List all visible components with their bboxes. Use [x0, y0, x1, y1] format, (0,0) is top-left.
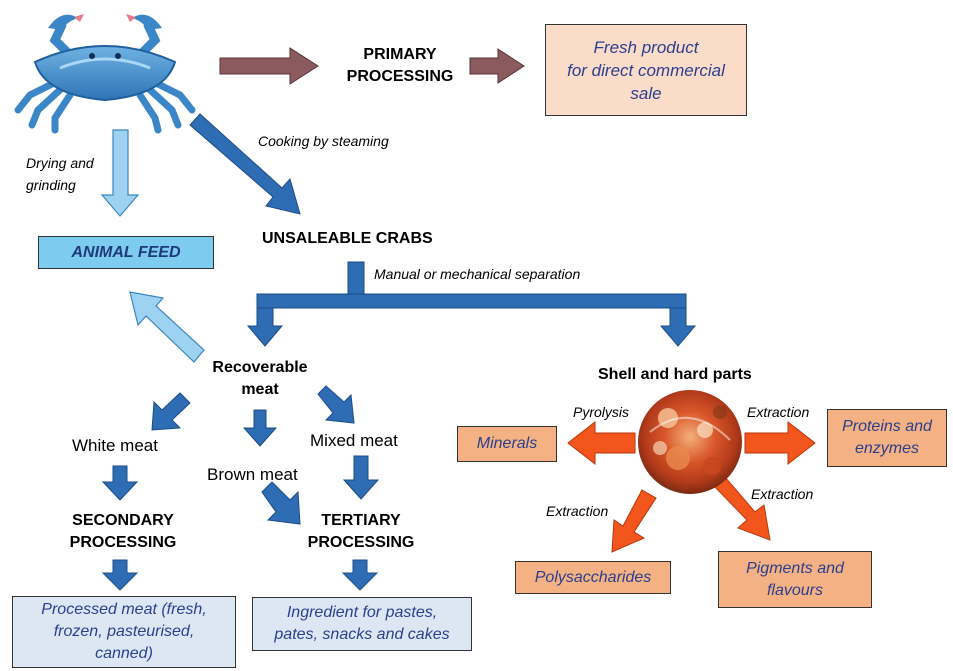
pyrolysis-label: Pyrolysis [573, 404, 630, 420]
arrow-crab-to-unsaleable [189, 113, 301, 215]
arrow-shell-to-polysaccharides [611, 489, 657, 553]
separation-bracket [246, 261, 697, 347]
extraction-pigments-label: Extraction [751, 486, 814, 502]
crab-shell-photo-icon [638, 390, 742, 494]
minerals-box: Minerals [457, 426, 557, 462]
arrow-meat-to-brown [242, 409, 278, 447]
separation-label: Manual or mechanical separation [374, 266, 581, 282]
recoverable-meat-label: Recoverable meat [212, 359, 308, 398]
arrow-primary-to-fresh [469, 48, 525, 84]
ingredient-box: Ingredient for pastes, pates, snacks and… [252, 597, 472, 651]
tertiary-processing-label: TERTIARY PROCESSING [307, 512, 415, 551]
processed-meat-box: Processed meat (fresh, frozen, pasteuris… [12, 596, 236, 668]
animal-feed-box: ANIMAL FEED [38, 236, 214, 269]
arrow-shell-to-minerals [567, 420, 636, 466]
shell-hard-parts-label: Shell and hard parts [598, 366, 752, 383]
arrow-meat-to-mixed [317, 385, 355, 424]
arrow-meat-to-animal-feed [129, 291, 205, 363]
unsaleable-crabs-label: UNSALEABLE CRABS [262, 230, 433, 247]
arrow-shell-to-pigments [712, 476, 771, 541]
proteins-enzymes-box: Proteins and enzymes [827, 409, 947, 467]
brown-meat-label: Brown meat [207, 465, 298, 484]
primary-processing-label: PRIMARY PROCESSING [346, 46, 454, 85]
secondary-processing-label: SECONDARY PROCESSING [69, 512, 177, 551]
arrow-tertiary-to-ingredient [341, 559, 379, 591]
polysaccharides-box: Polysaccharides [515, 561, 671, 594]
extraction-proteins-label: Extraction [747, 404, 810, 420]
arrow-meat-to-white [151, 392, 191, 431]
arrow-mixed-to-tertiary [342, 455, 380, 500]
arrow-white-to-secondary [101, 465, 139, 501]
arrow-shell-to-proteins [744, 420, 816, 466]
drying-grinding-label: Drying and grinding [26, 155, 94, 193]
arrow-brown-to-tertiary [261, 481, 301, 525]
extraction-polysaccharides-label: Extraction [546, 503, 609, 519]
pigments-flavours-box: Pigments and flavours [718, 551, 872, 608]
white-meat-label: White meat [72, 436, 158, 455]
arrow-crab-to-primary [219, 47, 319, 85]
mixed-meat-label: Mixed meat [310, 431, 398, 450]
crab-icon [14, 14, 196, 134]
cooking-steaming-label: Cooking by steaming [258, 133, 389, 149]
arrow-crab-to-animal-feed [100, 129, 140, 217]
fresh-product-box: Fresh product for direct commercial sale [545, 24, 747, 116]
arrow-secondary-to-processed [101, 559, 139, 591]
